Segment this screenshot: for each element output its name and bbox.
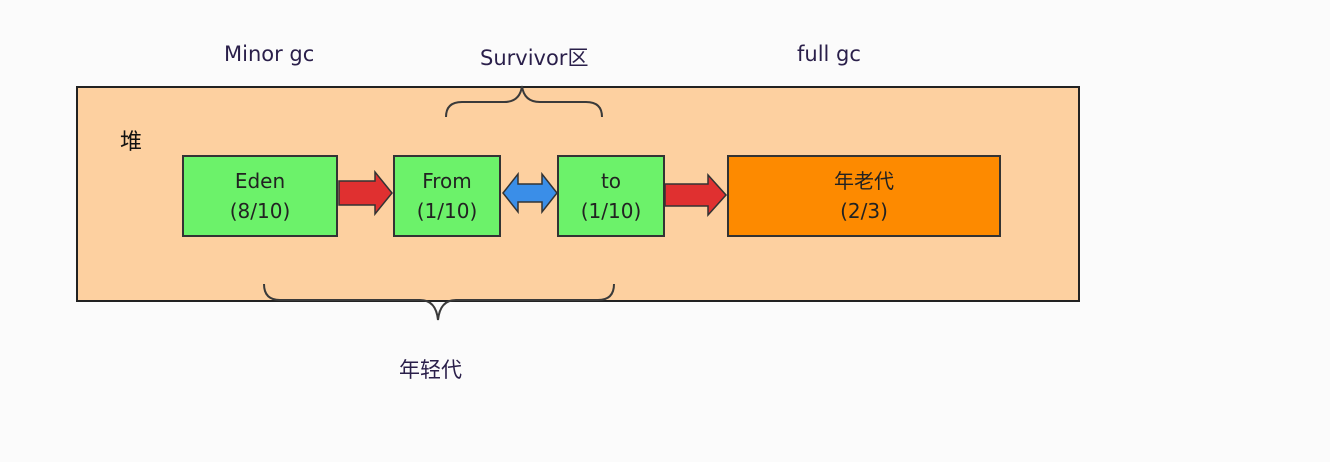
eden-name: Eden — [234, 169, 286, 193]
survivor-label: Survivor区 — [480, 46, 589, 70]
from-ratio: (1/10) — [416, 199, 478, 223]
from-name: From — [422, 169, 472, 193]
minor-gc-label: Minor gc — [224, 42, 315, 66]
to-ratio: (1/10) — [580, 199, 642, 223]
to-name: to — [600, 169, 622, 193]
eden-ratio: (8/10) — [229, 199, 291, 223]
from-box: From (1/10) — [393, 155, 501, 237]
eden-to-from-arrow — [338, 169, 393, 217]
to-to-old-arrow — [664, 173, 728, 217]
old-gen-box: 年老代 (2/3) — [727, 155, 1001, 237]
survivor-brace — [445, 85, 603, 118]
eden-box: Eden (8/10) — [182, 155, 338, 237]
full-gc-label: full gc — [797, 42, 861, 66]
young-gen-label: 年轻代 — [399, 358, 462, 382]
to-box: to (1/10) — [557, 155, 665, 237]
old-gen-ratio: (2/3) — [840, 199, 888, 223]
old-gen-name: 年老代 — [834, 169, 894, 193]
heap-label: 堆 — [120, 130, 143, 155]
from-to-swap-arrow — [502, 171, 558, 215]
young-gen-brace — [263, 283, 615, 321]
